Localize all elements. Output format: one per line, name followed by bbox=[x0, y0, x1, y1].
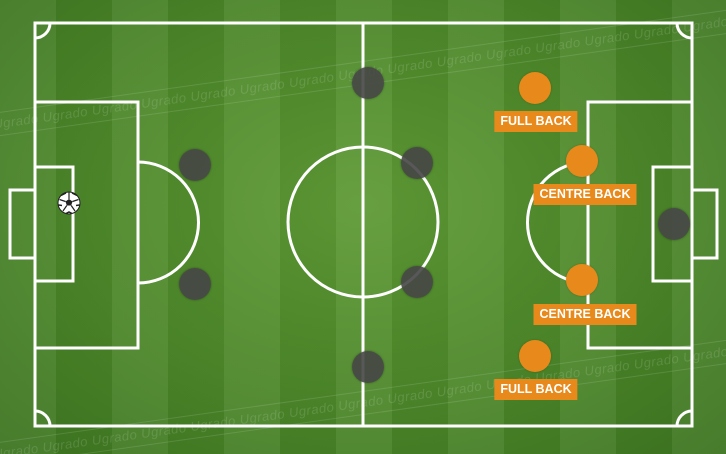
opponent-goalkeeper bbox=[658, 208, 690, 240]
centre-back-bottom-label: CENTRE BACK bbox=[533, 304, 637, 325]
left-penalty-arc bbox=[137, 160, 200, 285]
centre-back-top-label: CENTRE BACK bbox=[533, 184, 637, 205]
corner-arc-bottom-right bbox=[675, 409, 693, 427]
opponent-player bbox=[352, 67, 384, 99]
corner-arc-top-left bbox=[34, 22, 52, 40]
full-back-top-label: FULL BACK bbox=[494, 111, 578, 132]
opponent-player bbox=[401, 147, 433, 179]
opponent-player bbox=[352, 351, 384, 383]
right-goal bbox=[690, 188, 719, 260]
centre-circle bbox=[286, 145, 440, 299]
full-back-top-player bbox=[519, 72, 551, 104]
centre-back-bottom-player bbox=[566, 264, 598, 296]
soccer-ball-icon bbox=[57, 191, 81, 215]
corner-arc-bottom-left bbox=[34, 409, 52, 427]
right-penalty-arc bbox=[526, 160, 589, 285]
opponent-player bbox=[401, 266, 433, 298]
left-penalty-area bbox=[33, 100, 140, 350]
full-back-bottom-player bbox=[519, 340, 551, 372]
left-goal-area bbox=[33, 165, 75, 283]
opponent-player bbox=[179, 268, 211, 300]
left-goal bbox=[8, 188, 37, 260]
corner-arc-top-right bbox=[675, 22, 693, 40]
full-back-bottom-label: FULL BACK bbox=[494, 379, 578, 400]
opponent-player bbox=[179, 149, 211, 181]
centre-back-top-player bbox=[566, 145, 598, 177]
